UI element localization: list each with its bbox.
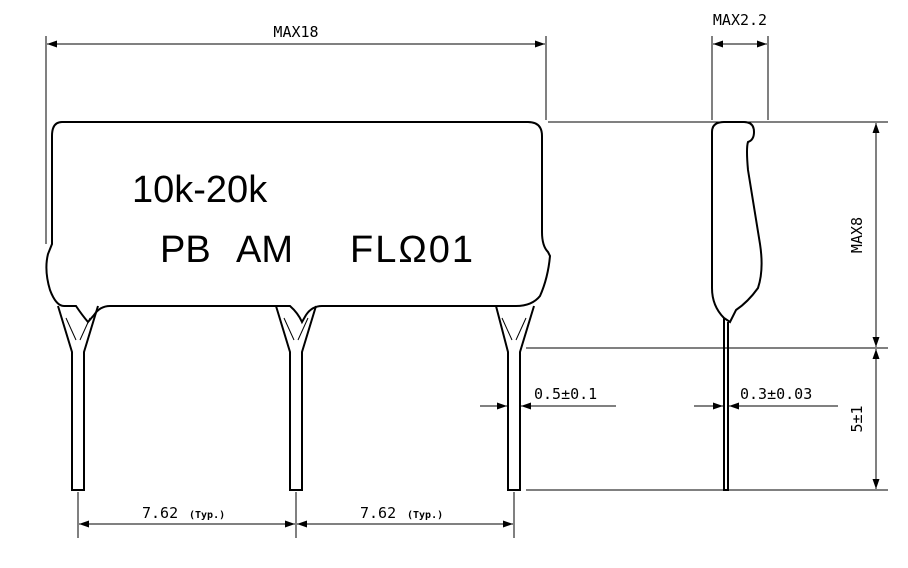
dim-max-thickness-label: MAX2.2 [713,11,767,29]
dim-lead-thickness: 0.3±0.03 [694,385,838,410]
dim-max-height-label: MAX8 [848,217,866,253]
dim-pitch-2-note: (Typ.) [407,510,443,521]
side-lead [723,318,729,491]
dim-lead-width-label: 0.5±0.1 [534,385,597,403]
resistor-body-outline [45,121,552,325]
dim-lead-length: 5±1 [848,349,880,489]
dim-pitch-2-label: 7.62 [360,504,396,522]
dim-pitch-1-label: 7.62 [142,504,178,522]
dim-lead-length-label: 5±1 [848,405,866,432]
dim-pitch: 7.62 (Typ.) 7.62 (Typ.) [77,492,515,538]
marking-flohm01: FLΩ01 [350,229,475,271]
marking-am: AM [236,229,293,271]
marking-pb: PB [160,229,211,271]
dim-pitch-1-note: (Typ.) [189,510,225,521]
side-body-outline [711,121,763,324]
dim-max-height: MAX8 [848,123,880,347]
dim-lead-thickness-label: 0.3±0.03 [740,385,812,403]
lead-left [57,305,99,491]
dim-max-width-label: MAX18 [273,23,318,41]
lead-right [495,305,535,491]
marking-line1: 10k-20k [132,169,268,211]
front-view: 10k-20k PB AM FLΩ01 [45,121,552,491]
lead-middle [275,305,317,491]
dim-lead-width: 0.5±0.1 [480,385,616,410]
dim-max-width: MAX18 [45,23,547,244]
side-view [711,121,763,491]
dim-max-thickness: MAX2.2 [711,11,769,120]
